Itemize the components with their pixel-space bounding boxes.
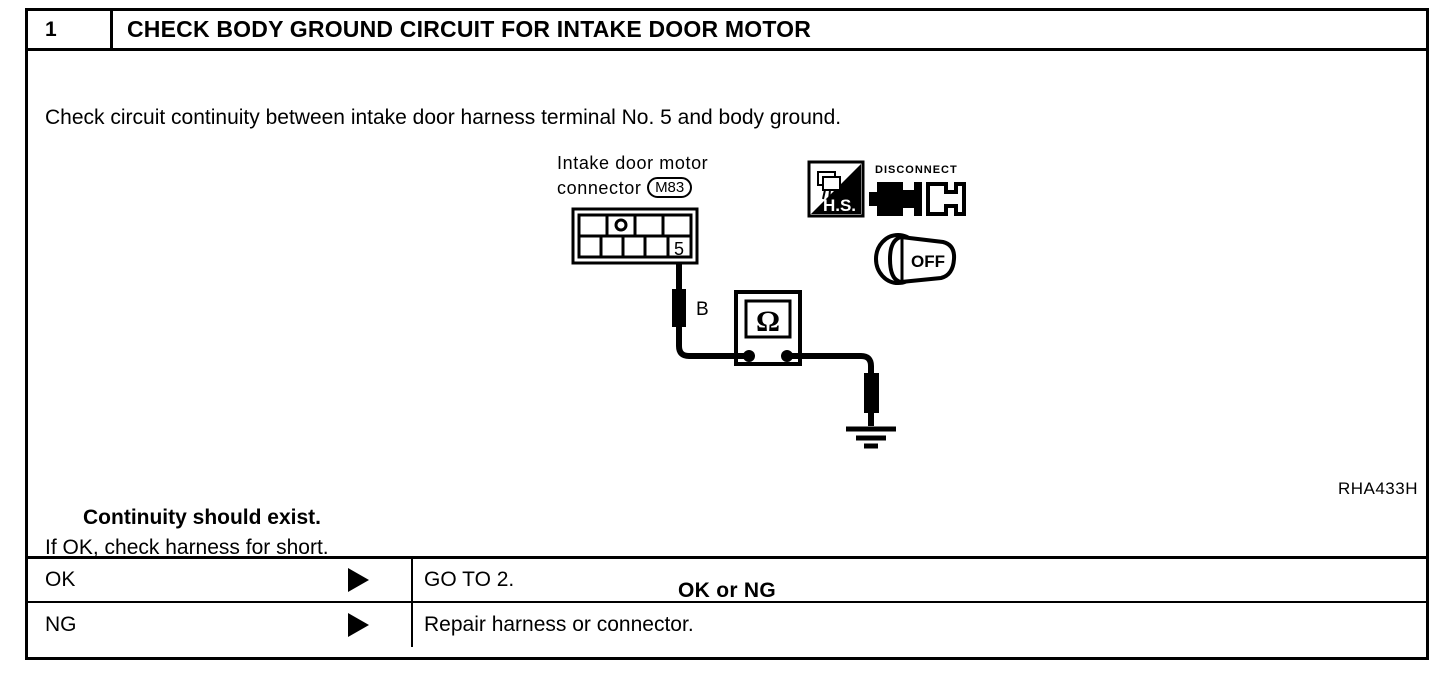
step-header-row: 1 CHECK BODY GROUND CIRCUIT FOR INTAKE D… [28,11,1426,51]
wiring-figure: Intake door motor connector M83 [28,51,1426,556]
harness-wire-left [676,263,746,359]
result-label-ok: OK [45,568,76,591]
diagnostic-step-table: 1 CHECK BODY GROUND CIRCUIT FOR INTAKE D… [25,8,1429,660]
wire-color-label-b: B [696,299,709,320]
result-row-ng: NG Repair harness or connector. [28,603,1426,647]
result-action-ok: GO TO 2. [424,568,515,591]
connector-caption-line2: connector [557,178,642,198]
result-arrow-ng-icon [348,603,369,647]
result-action-ng: Repair harness or connector. [424,613,694,636]
hs-handshake-icon: H.S. [807,160,865,218]
ohm-symbol: Ω [756,305,780,338]
step-number-cell: 1 [28,11,113,48]
circuit-drawing: 5 B Ω [571,160,966,449]
result-arrow-ok-icon [348,559,369,601]
result-row-ok: OK GO TO 2. [28,559,1426,603]
disconnect-icon: DISCONNECT [869,164,966,216]
terminal-5-label: 5 [674,239,684,259]
conclusion-note-text: If OK, check harness for short. [45,536,329,559]
ignition-off-label: OFF [911,252,945,271]
figure-code-label: RHA433H [1337,479,1418,498]
result-label-ng: NG [45,613,77,636]
step-title-cell: CHECK BODY GROUND CIRCUIT FOR INTAKE DOO… [127,16,812,42]
connector-caption-line1: Intake door motor [557,153,709,173]
connector-caption: Intake door motor connector M83 [557,151,708,201]
meter-terminal-left [743,350,755,362]
result-column-divider [411,603,413,647]
disconnect-label: DISCONNECT [875,164,958,176]
hs-icon-label: H.S. [823,196,856,215]
instruction-text: Check circuit continuity between intake … [45,106,842,129]
result-column-divider [411,559,413,601]
step-body-cell: Check circuit continuity between intake … [28,51,1426,602]
connector-id-badge: M83 [647,177,693,198]
connector-housing-icon [571,207,699,265]
decision-line: OK or NG [677,579,777,602]
test-probe-left-icon [672,289,686,327]
conclusion-bold-text: Continuity should exist. [83,506,322,529]
body-ground-icon [846,426,896,449]
ohmmeter-icon: Ω [734,290,802,366]
test-probe-right-icon [864,373,879,413]
harness-wire-right [787,353,874,426]
ignition-off-icon: OFF [874,233,957,285]
